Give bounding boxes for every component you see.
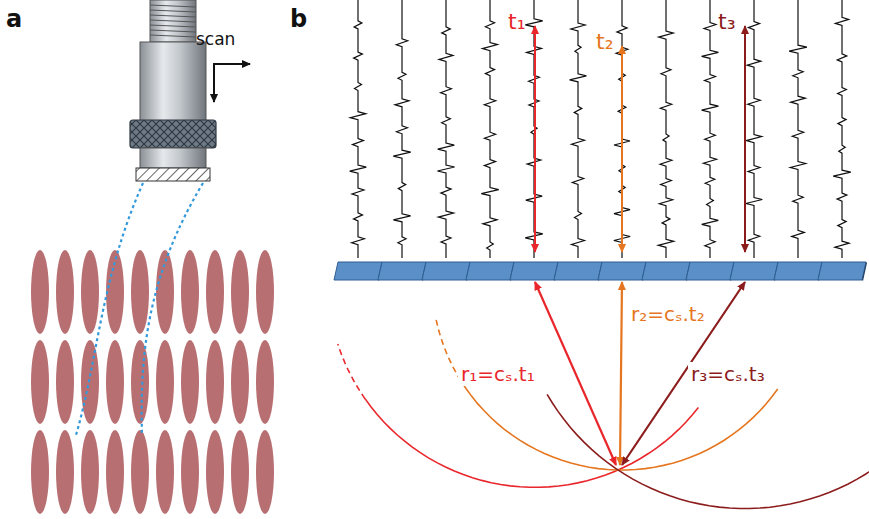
echo-traces — [350, 0, 851, 258]
wavefront-arcs — [338, 320, 869, 509]
transducer — [130, 0, 216, 181]
panel-letter: b — [290, 6, 307, 32]
range-label: r₃=cₛ.t₃ — [688, 362, 768, 386]
range-arrow — [535, 282, 616, 465]
ultrasound-beam — [76, 183, 203, 435]
time-label: t₁ — [508, 10, 525, 34]
scan-arrow — [214, 63, 250, 65]
time-arrow — [744, 26, 746, 252]
time-label: t₂ — [596, 30, 613, 54]
panel-letter: a — [6, 6, 22, 32]
range-arrow — [620, 282, 622, 465]
scan-label: scan — [196, 30, 235, 49]
transducer-array — [334, 262, 867, 281]
range-label: r₂=cₛ.t₂ — [628, 302, 708, 326]
scan-arrow — [213, 63, 215, 102]
fibre-grid — [31, 250, 274, 514]
time-arrow — [621, 46, 623, 252]
time-arrow — [534, 26, 536, 252]
range-label: r₁=cₛ.t₁ — [458, 362, 538, 386]
time-label: t₃ — [718, 10, 735, 34]
